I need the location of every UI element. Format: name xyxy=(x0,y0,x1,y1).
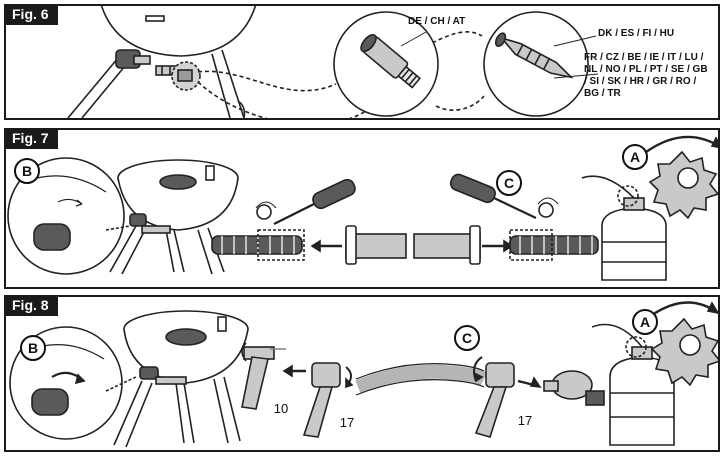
figure-7-tab: Fig. 7 xyxy=(6,130,58,149)
knob xyxy=(33,223,71,251)
step-a-marker: A xyxy=(622,144,648,170)
hose-right-ribbed xyxy=(509,229,599,261)
wrench-17-left xyxy=(302,362,354,438)
grill-leg-left xyxy=(67,57,131,118)
screwdriver-right xyxy=(449,173,537,219)
wrench-size-17-left: 17 xyxy=(339,415,355,430)
wrench-17-right xyxy=(472,356,515,438)
gas-hose xyxy=(355,364,488,394)
grill-bowl xyxy=(100,6,257,57)
cylinder-valve-knob xyxy=(650,301,718,387)
figure-6-panel: Fig. 6 xyxy=(4,4,720,120)
figure-8-tab: Fig. 8 xyxy=(6,297,58,316)
wrench-size-10: 10 xyxy=(273,401,289,416)
figure-7-illustration xyxy=(7,135,718,281)
region-label-de-ch-at: DE / CH / AT xyxy=(408,16,466,27)
connector-dk xyxy=(494,32,574,79)
hose-middle xyxy=(345,225,481,265)
region-label-fr-cz-list: FR / CZ / BE / IE / IT / LU / NL / NO / … xyxy=(584,52,708,99)
figure-8-panel: Fig. 8 xyxy=(4,295,720,452)
region-label-dk-es-fi-hu: DK / ES / FI / HU xyxy=(598,28,675,39)
gas-cylinder xyxy=(581,175,667,281)
figure-8-illustration xyxy=(9,301,718,448)
grill-leg-right xyxy=(211,49,245,118)
step-c-marker: C xyxy=(496,170,522,196)
step-a-marker: A xyxy=(632,309,658,335)
knob xyxy=(31,388,69,416)
step-b-marker: B xyxy=(20,335,46,361)
gas-cylinder xyxy=(591,323,675,446)
step-b-marker: B xyxy=(14,158,40,184)
wrench-10 xyxy=(241,342,275,410)
pressure-regulator xyxy=(543,370,605,406)
figure-6-illustration xyxy=(67,6,599,118)
figure-6-tab: Fig. 6 xyxy=(6,6,58,25)
hose-left-ribbed xyxy=(211,229,305,261)
step-c-marker: C xyxy=(454,325,480,351)
wrench-size-17-right: 17 xyxy=(517,413,533,428)
cylinder-valve-knob xyxy=(645,135,718,220)
connector-de xyxy=(360,33,422,89)
figure-7-panel: Fig. 7 xyxy=(4,128,720,289)
screwdriver-left xyxy=(273,178,356,225)
